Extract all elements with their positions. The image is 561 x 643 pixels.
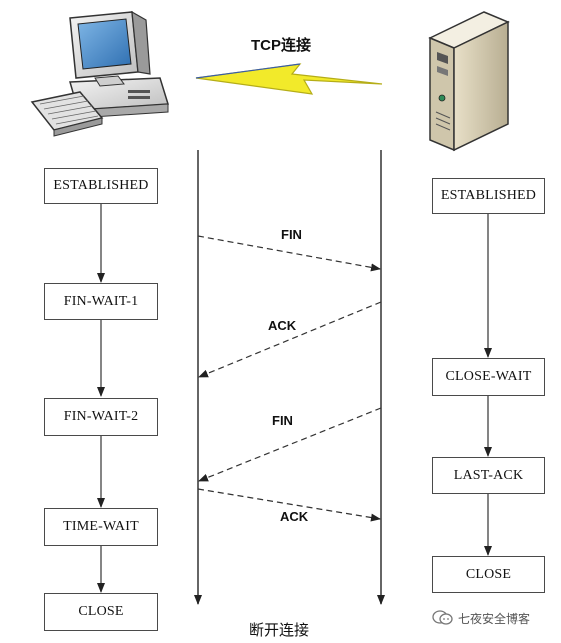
footer-caption: 断开连接 [249, 621, 310, 639]
watermark-text: 七夜安全博客 [458, 611, 531, 626]
ack-message-arrow [197, 488, 381, 522]
client-state-time-wait: TIME-WAIT [44, 508, 158, 546]
lightning-bolt-icon [195, 63, 383, 95]
message-label-ack: ACK [268, 318, 297, 333]
message-label-fin: FIN [281, 227, 302, 242]
server-state-established: ESTABLISHED [432, 178, 545, 214]
fin-message-arrow [198, 407, 382, 482]
server-tower-icon [428, 11, 510, 152]
connection-label: TCP连接 [251, 37, 312, 54]
client-state-established: ESTABLISHED [44, 168, 158, 204]
client-state-fin-wait-1: FIN-WAIT-1 [44, 283, 158, 320]
message-label-ack: ACK [280, 509, 309, 524]
client-state-close: CLOSE [44, 593, 158, 631]
server-state-close: CLOSE [432, 556, 545, 593]
client-state-fin-wait-2: FIN-WAIT-2 [44, 398, 158, 436]
wechat-bubble-icon [432, 610, 453, 625]
desktop-computer-icon [30, 10, 169, 137]
watermark: 七夜安全博客 [432, 609, 530, 627]
server-state-last-ack: LAST-ACK [432, 457, 545, 494]
message-label-fin: FIN [272, 413, 293, 428]
ack-message-arrow [198, 301, 382, 378]
fin-message-arrow [197, 235, 381, 272]
server-state-close-wait: CLOSE-WAIT [432, 358, 545, 396]
